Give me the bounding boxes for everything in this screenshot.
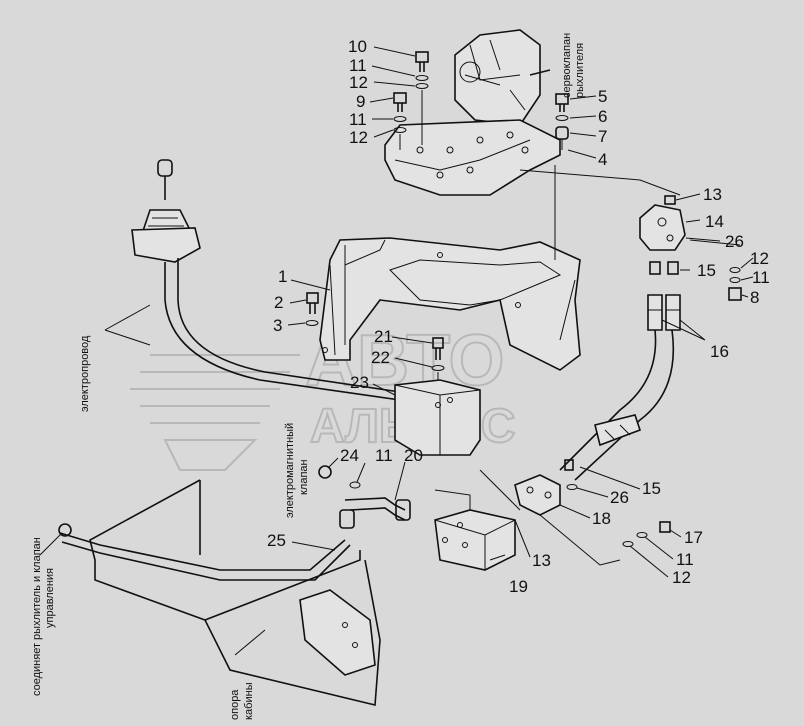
label-1: 1: [278, 267, 287, 286]
bolt-10-and-washers: [415, 51, 429, 145]
label-12-d: 12: [672, 568, 691, 587]
label-12-c: 12: [750, 249, 769, 268]
label-26-b: 26: [610, 488, 629, 507]
electric-wire-caption-text: электропровод: [79, 335, 91, 412]
hoses-16: [559, 329, 675, 481]
label-10: 10: [348, 37, 367, 56]
main-frame: [319, 237, 581, 371]
label-4: 4: [598, 150, 607, 169]
label-19: 19: [509, 577, 528, 596]
label-17: 17: [684, 528, 703, 547]
solenoid-valve-23: [394, 379, 481, 456]
cab-support-caption-line2: кабины: [243, 682, 255, 720]
bolt-9-and-washers: [393, 92, 407, 150]
connects-caption: соединяет рыхлитель и клапан управления: [31, 532, 63, 696]
label-12-a: 12: [349, 73, 368, 92]
watermark-logo-mark: [130, 354, 300, 471]
cable-25: [58, 523, 351, 581]
label-23: 23: [350, 373, 369, 392]
label-9: 9: [356, 92, 365, 111]
valve-block-19: [434, 489, 516, 571]
cab-support: [89, 479, 381, 706]
label-16: 16: [710, 342, 729, 361]
label-12-b: 12: [349, 128, 368, 147]
solenoid-valve-caption: электромагнитный клапан: [284, 423, 310, 518]
label-20: 20: [404, 446, 423, 465]
label-6: 6: [598, 107, 607, 126]
label-24: 24: [340, 446, 359, 465]
label-7: 7: [598, 127, 607, 146]
cab-support-caption: опора кабины: [229, 682, 255, 720]
servo-valve-caption: сервоклапан рыхлителя: [561, 33, 586, 98]
solenoid-valve-caption-line1: электромагнитный: [284, 423, 296, 518]
part-numbers: 10 11 12 9 11 12 5 6 7 4 13 14 26 12 15 …: [267, 37, 770, 596]
label-14: 14: [705, 212, 724, 231]
label-22: 22: [371, 348, 390, 367]
label-21: 21: [374, 327, 393, 346]
bolt-2-washer-3: [305, 292, 319, 326]
bolt-5-parts: [555, 93, 569, 150]
servo-valve-drawing: [454, 29, 551, 126]
label-13-b: 13: [532, 551, 551, 570]
mounting-plate: [384, 119, 561, 196]
label-5: 5: [598, 87, 607, 106]
label-15-a: 15: [697, 261, 716, 280]
connector-lines: [519, 165, 741, 260]
connects-caption-line2: управления: [44, 568, 56, 628]
label-11-e: 11: [676, 550, 694, 569]
cab-support-caption-line1: опора: [229, 689, 241, 720]
label-25: 25: [267, 531, 286, 550]
label-18: 18: [592, 509, 611, 528]
fittings-right: [647, 261, 742, 341]
servo-valve-caption-line2: рыхлителя: [574, 43, 586, 98]
pipe-20: [318, 465, 411, 529]
label-15-b: 15: [642, 479, 661, 498]
label-11-c: 11: [752, 268, 770, 287]
servo-valve-caption-line1: сервоклапан: [561, 33, 573, 98]
bolt-17-washers: [622, 521, 671, 547]
label-11-b: 11: [349, 110, 367, 129]
label-2: 2: [274, 293, 283, 312]
electric-wire-caption: электропровод: [79, 304, 151, 412]
label-26-a: 26: [725, 232, 744, 251]
leader-lines: [287, 46, 754, 578]
control-lever: [131, 159, 401, 401]
label-8: 8: [750, 288, 759, 307]
label-3: 3: [273, 316, 282, 335]
connects-caption-line1: соединяет рыхлитель и клапан: [31, 537, 43, 696]
label-11-d: 11: [375, 446, 393, 465]
label-11-a: 11: [349, 56, 367, 75]
label-13-a: 13: [703, 185, 722, 204]
solenoid-valve-caption-line2: клапан: [298, 459, 310, 495]
valve-14: [639, 195, 686, 251]
